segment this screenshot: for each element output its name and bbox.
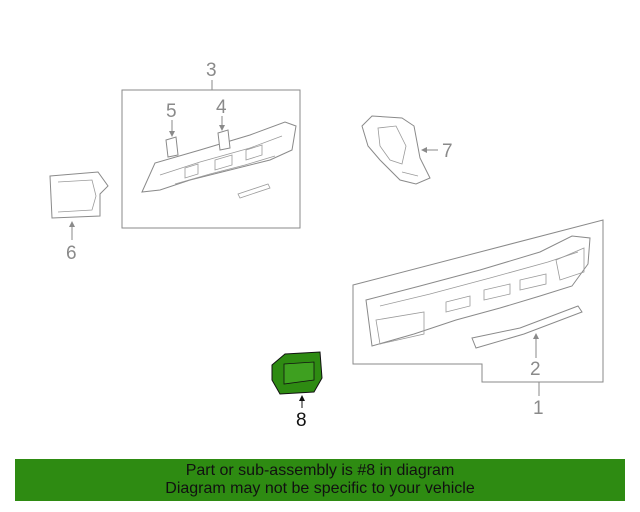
callout-3: 3 (206, 60, 217, 81)
part-7 (361, 115, 438, 185)
banner-line-2: Diagram may not be specific to your vehi… (165, 480, 475, 497)
callout-8[interactable]: 8 (296, 410, 307, 431)
part-1-assembly (352, 219, 604, 396)
parts-diagram: 1 2 3 4 5 6 7 8 (49, 60, 604, 431)
part-8-highlighted[interactable] (271, 351, 323, 408)
part-3-assembly (121, 80, 301, 229)
callout-2: 2 (530, 359, 541, 380)
info-banner: Part or sub-assembly is #8 in diagram Di… (15, 459, 625, 501)
banner-line-1: Part or sub-assembly is #8 in diagram (185, 462, 455, 479)
part-6 (49, 171, 109, 240)
callout-4: 4 (216, 97, 227, 118)
callout-6: 6 (66, 243, 77, 264)
callout-1: 1 (533, 398, 544, 419)
callout-5: 5 (166, 101, 177, 122)
callout-7: 7 (442, 141, 453, 162)
